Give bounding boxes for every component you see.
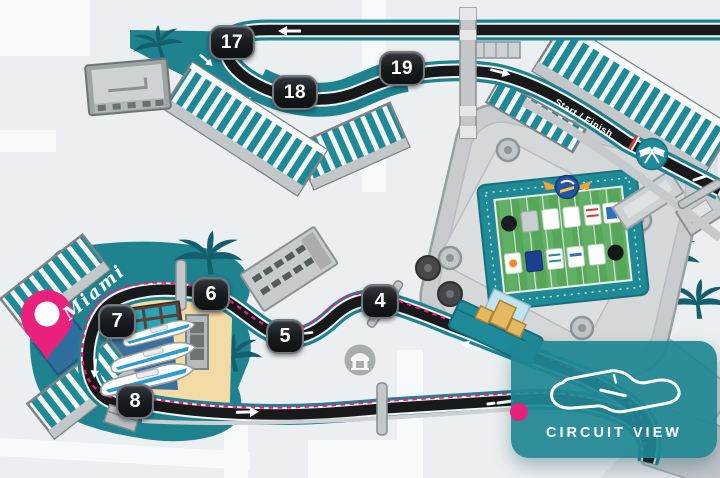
sponsor-tiles — [500, 201, 624, 275]
location-pin-icon[interactable] — [21, 290, 73, 361]
miami-gp-badge-icon — [543, 174, 591, 200]
turn-marker-17: 17 — [209, 25, 255, 60]
turn-marker-8: 8 — [116, 384, 154, 419]
football-field — [476, 168, 650, 312]
direction-arrow-icons — [88, 24, 708, 419]
circuit-view-button[interactable]: CIRCUIT VIEW — [510, 341, 717, 458]
turn-marker-5: 5 — [266, 319, 304, 354]
grandstands — [0, 19, 720, 441]
map-position-dot-icon — [510, 403, 528, 421]
turn-marker-19: 19 — [379, 51, 425, 86]
track-pink-dashes — [80, 281, 647, 456]
turn-marker-6: 6 — [192, 277, 230, 312]
circuit-view-label: CIRCUIT VIEW — [546, 424, 682, 441]
circuit-outline-icon — [550, 368, 681, 413]
start-line — [628, 134, 641, 151]
stadium-ramps — [415, 255, 463, 307]
pavilion-icon — [344, 344, 376, 376]
turn-marker-18: 18 — [272, 75, 318, 110]
turn-marker-7: 7 — [98, 304, 136, 339]
buildings — [84, 57, 720, 312]
turn-marker-4: 4 — [361, 284, 399, 319]
start-finish-flag-icon — [635, 137, 669, 171]
